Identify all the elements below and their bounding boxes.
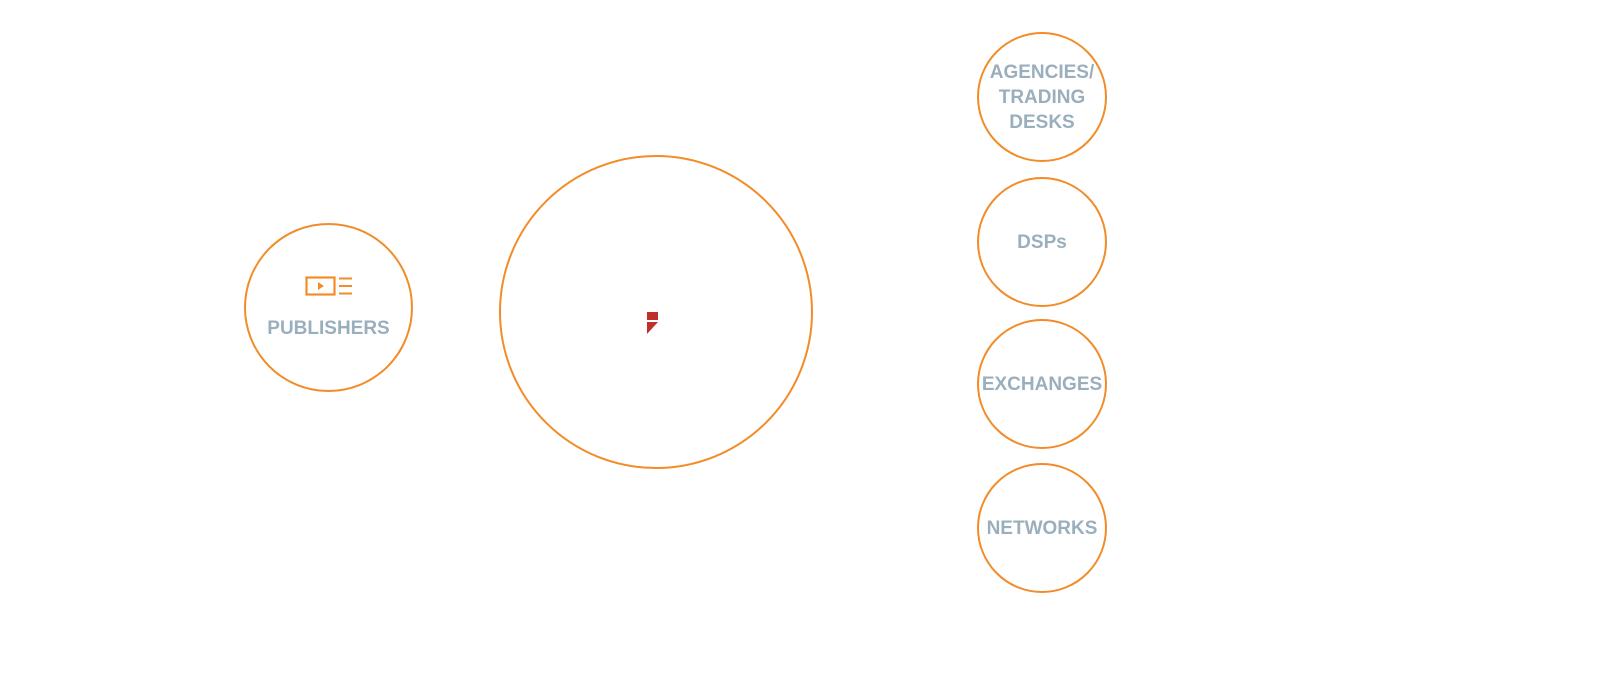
networks-node: NETWORKS	[977, 463, 1107, 593]
hub-node	[499, 155, 813, 469]
networks-label: NETWORKS	[986, 517, 1098, 539]
exchanges-node: EXCHANGES	[977, 319, 1107, 449]
publishers-label: PUBLISHERS	[267, 317, 390, 339]
dsps-node: DSPs	[977, 177, 1107, 307]
video-list-icon	[304, 275, 353, 302]
exchanges-label: EXCHANGES	[981, 373, 1103, 395]
agencies-trading-desks-node: AGENCIES/ TRADING DESKS	[977, 32, 1107, 162]
agencies-label: AGENCIES/ TRADING DESKS	[989, 61, 1095, 133]
brand-logo-icon	[647, 312, 659, 334]
dsps-label: DSPs	[1017, 231, 1067, 253]
publishers-node: PUBLISHERS	[244, 223, 413, 392]
